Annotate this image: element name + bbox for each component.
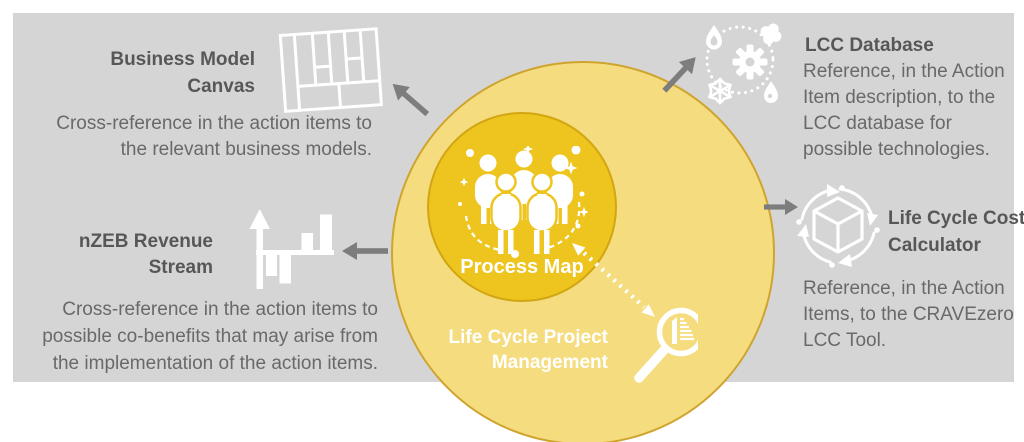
nzeb-title-line1: nZEB Revenue [78,231,213,252]
life-cycle-cost-calculator-description: Reference, in the Action Items, to the C… [803,276,1024,354]
nzeb-title-line2: Stream [148,257,213,278]
db-desc-line3: LCC database for [803,113,952,134]
clover-glyph [760,23,782,45]
nzeb-desc-line2: possible co-benefits that may arise from [42,326,378,347]
db-desc-line2: Item description, to the [803,87,996,108]
business-model-canvas-description: Cross-reference in the action items to t… [20,111,372,163]
bmc-title-line2: Canvas [187,76,255,97]
arrow-right-icon [764,199,798,215]
lcc-database-description: Reference, in the Action Item descriptio… [803,59,1024,163]
calc-desc-line3: LCC Tool. [803,330,887,351]
db-desc-line4: possible technologies. [803,139,990,160]
arrow-left-icon [342,242,388,260]
calc-desc-line1: Reference, in the Action [803,278,1005,299]
life-cycle-cost-calculator-title: Life Cycle Cost Calculator [888,205,1024,259]
cube-glyph [812,196,864,254]
revenue-chart-icon [249,209,334,289]
nzeb-desc-line3: the implementation of the action items. [52,353,378,374]
bmc-desc-line1: Cross-reference in the action items to [56,113,372,134]
lcpm-label-line2: Management [491,352,608,373]
business-model-canvas-title: Business Model Canvas [40,46,255,100]
life-cycle-project-management-label: Life Cycle Project Management [400,325,608,375]
calc-title-line2: Calculator [888,235,981,256]
bmc-desc-line2: the relevant business models. [120,139,372,160]
magnifier-building-icon [634,307,698,383]
people-group-icon [458,146,588,258]
nzeb-desc-line1: Cross-reference in the action items to [62,299,378,320]
db-desc-line1: Reference, in the Action [803,61,1005,82]
lcc-database-icon [705,23,782,105]
calc-desc-line2: Items, to the CRAVEzero [803,304,1014,325]
lcc-database-title: LCC Database [805,35,934,56]
building-glyph [672,317,694,344]
dotted-double-arrow-icon [572,243,655,317]
nzeb-revenue-stream-title: nZEB Revenue Stream [40,229,213,281]
gear-glyph [732,44,768,80]
lcpm-label-line1: Life Cycle Project [448,327,608,348]
drop-glyph [764,81,778,103]
snowflake-glyph [708,77,732,105]
bmc-title-line1: Business Model [110,49,255,70]
process-map-label: Process Map [460,256,584,278]
nzeb-revenue-stream-description: Cross-reference in the action items to p… [14,296,378,377]
life-cycle-icon [796,184,880,268]
arrow-up-right-icon [662,57,696,93]
flame-glyph [706,25,722,50]
arrow-up-left-icon [392,83,430,117]
business-model-canvas-icon [278,27,383,113]
calc-title-line1: Life Cycle Cost [888,208,1024,229]
